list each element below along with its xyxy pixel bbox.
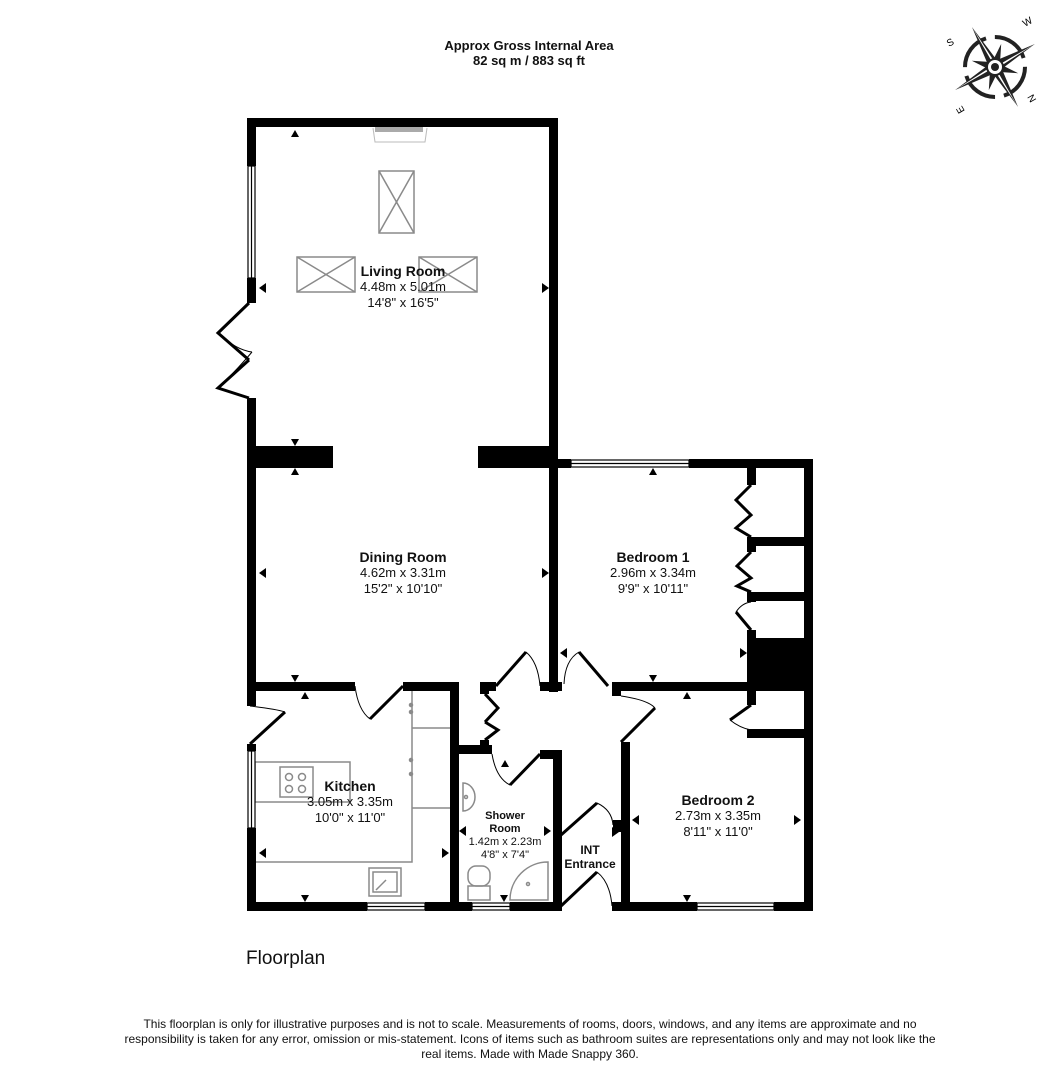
room-name: Bedroom 2 xyxy=(681,792,755,808)
room-metric: 1.42m x 2.23m xyxy=(468,836,542,848)
svg-text:E: E xyxy=(955,103,968,115)
room-name-line1: INT xyxy=(580,843,600,857)
room-bedroom-1: Bedroom 1 2.96m x 3.34m 9'9" x 10'11" xyxy=(610,549,696,597)
room-imperial: 14'8" x 16'5" xyxy=(367,295,439,310)
compass-rose-icon: W S N E xyxy=(945,15,1038,115)
room-imperial: 15'2" x 10'10" xyxy=(363,581,443,596)
doors xyxy=(215,301,754,908)
svg-text:N: N xyxy=(1024,93,1037,105)
room-metric: 3.05m x 3.35m xyxy=(307,794,393,809)
room-entrance: INT Entrance xyxy=(564,843,615,871)
room-name-line2: Room xyxy=(489,823,521,835)
room-shower-room: Shower Room 1.42m x 2.23m 4'8" x 7'4" xyxy=(469,810,542,862)
room-imperial: 4'8" x 7'4" xyxy=(480,849,530,861)
fixtures xyxy=(254,126,549,901)
svg-text:S: S xyxy=(945,37,957,50)
room-imperial: 10'0" x 11'0" xyxy=(314,810,386,825)
room-name-line2: Entrance xyxy=(564,857,616,871)
room-metric: 4.48m x 5.01m xyxy=(360,279,446,294)
room-imperial: 9'9" x 10'11" xyxy=(617,581,689,596)
disclaimer-text: This floorplan is only for illustrative … xyxy=(124,1017,936,1061)
room-name: Dining Room xyxy=(359,549,447,565)
room-metric: 4.62m x 3.31m xyxy=(359,565,446,580)
room-name: Living Room xyxy=(360,263,446,279)
floor-title: Floorplan xyxy=(246,948,326,969)
gross-area-title: Approx Gross Internal Area xyxy=(444,38,614,53)
room-dining-room: Dining Room 4.62m x 3.31m 15'2" x 10'10" xyxy=(359,549,446,597)
room-name: Bedroom 1 xyxy=(616,549,690,565)
room-bedroom-2: Bedroom 2 2.73m x 3.35m 8'11" x 11'0" xyxy=(675,792,761,840)
room-imperial: 8'11" x 11'0" xyxy=(683,824,753,839)
dimension-markers xyxy=(259,130,801,902)
room-living-room: Living Room 4.48m x 5.01m 14'8" x 16'5" xyxy=(360,263,446,311)
gross-area-header: Approx Gross Internal Area 82 sq m / 883… xyxy=(0,38,1058,68)
room-metric: 2.96m x 3.34m xyxy=(610,565,696,580)
walls xyxy=(247,118,813,911)
room-metric: 2.73m x 3.35m xyxy=(675,808,761,823)
room-name-line1: Shower xyxy=(485,810,525,822)
room-kitchen: Kitchen 3.05m x 3.35m 10'0" x 11'0" xyxy=(307,778,393,826)
windows xyxy=(247,165,775,911)
room-name: Kitchen xyxy=(324,778,376,794)
gross-area-value: 82 sq m / 883 sq ft xyxy=(473,53,585,68)
